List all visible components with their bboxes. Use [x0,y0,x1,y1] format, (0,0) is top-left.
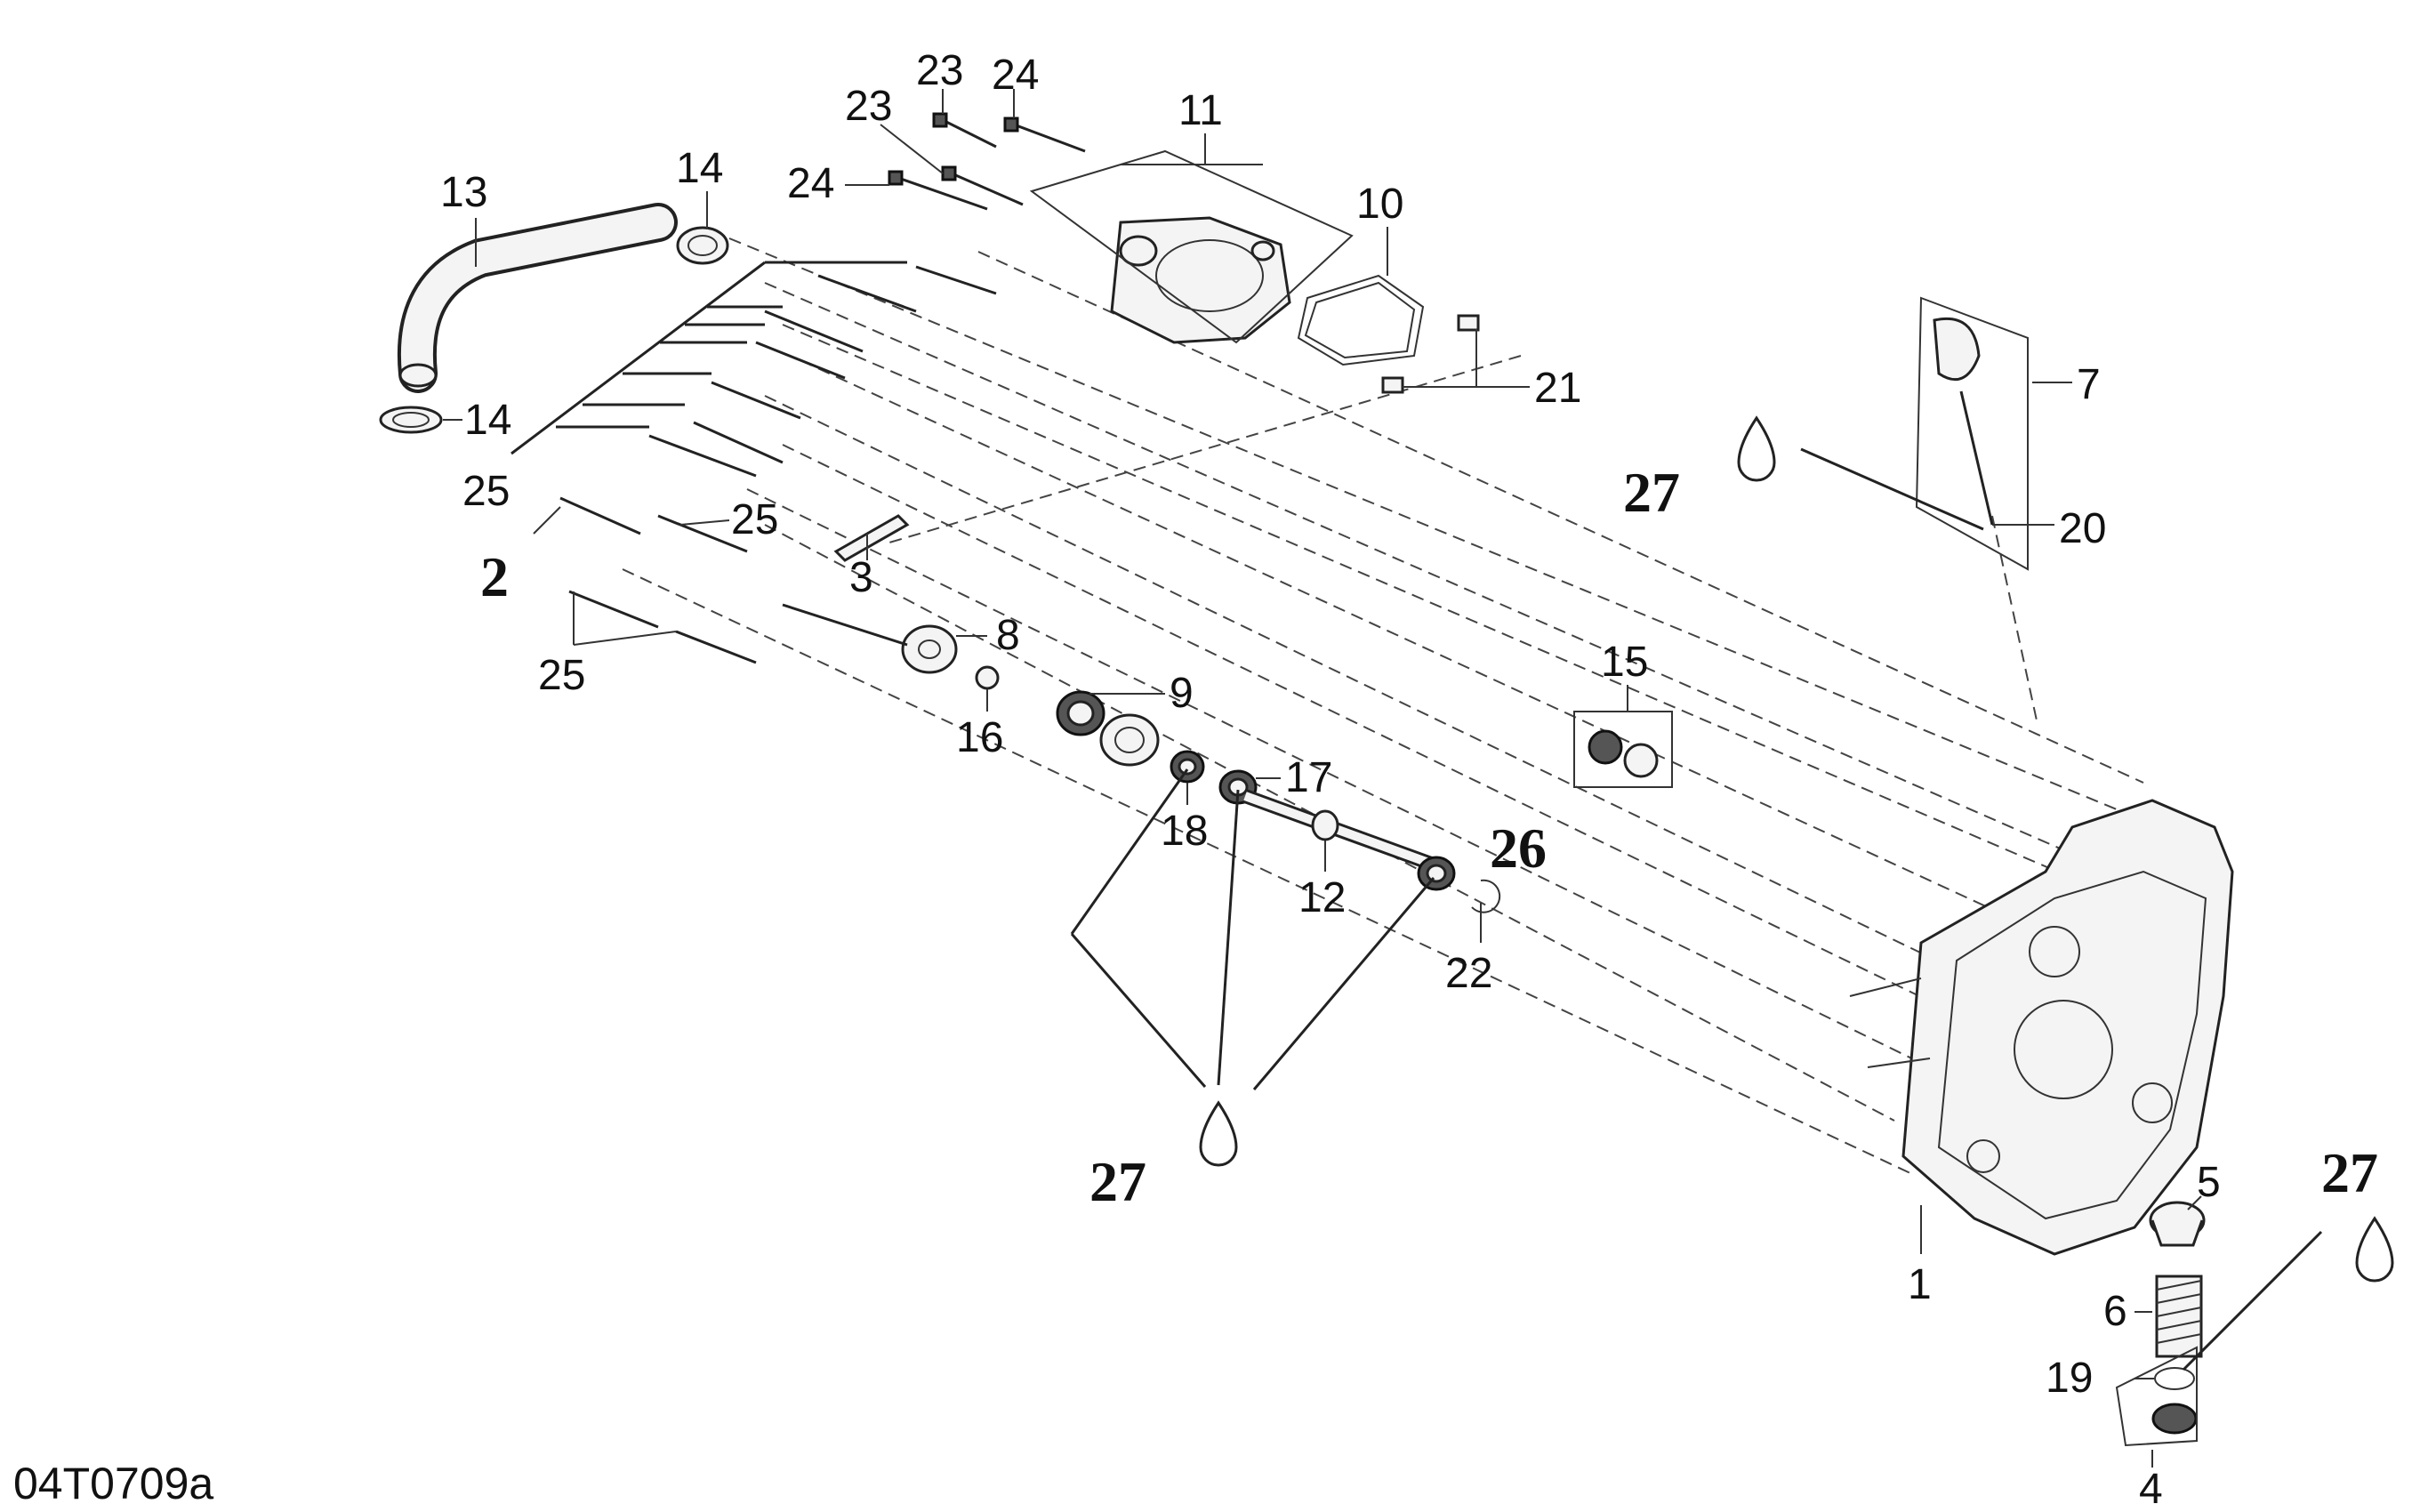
o-ring-19 [2154,1367,2195,1390]
callout-3: 3 [849,554,873,601]
callout-14-lower: 14 [464,397,511,444]
callout-25-lower: 25 [538,652,585,699]
dipstick [1915,296,2029,571]
hose-clamp-upper [676,226,729,265]
callout-1: 1 [1908,1261,1932,1308]
callout-27-middle: 27 [1089,1150,1146,1213]
gasket [1297,274,1425,366]
water-pump-shaft-12 [1242,789,1443,874]
callout-27-upper: 27 [1623,461,1680,524]
callout-12: 12 [1298,874,1346,921]
oil-seal-15 [1573,711,1673,788]
spring-6 [2155,1275,2203,1358]
callout-16: 16 [956,714,1003,761]
callout-26: 26 [1490,816,1547,880]
oil-drop-icon-upper [1737,415,1984,531]
water-pump-cover [1029,149,1354,344]
seal-18 [1170,750,1205,784]
callout-15: 15 [1601,639,1648,686]
callout-18: 18 [1161,808,1208,855]
bearing-9 [1056,690,1160,767]
callout-11: 11 [1178,87,1223,134]
callout-24-upper: 24 [992,52,1039,99]
callout-8: 8 [996,612,1020,659]
bolts [559,112,1086,664]
washer-16 [975,665,1000,690]
callout-22: 22 [1445,950,1492,997]
callout-23-lower: 23 [845,83,892,130]
dowel-pins [1381,314,1480,394]
oil-drop-icon-middle [1070,768,1435,1167]
callout-13: 13 [440,169,487,216]
callout-23-upper: 23 [916,47,963,94]
callout-21: 21 [1534,365,1581,412]
callout-19: 19 [2046,1355,2093,1402]
callout-labels: 1 2 3 4 5 6 7 8 9 10 11 12 13 14 14 15 1… [440,47,2378,1512]
callout-14-upper: 14 [676,145,723,192]
callout-10: 10 [1356,181,1403,228]
callout-9: 9 [1170,670,1194,717]
callout-25-middle: 25 [731,496,778,543]
circlip-22 [1471,879,1501,913]
hose [397,203,678,393]
callout-17: 17 [1285,754,1332,801]
callout-25-upper: 25 [462,468,510,515]
callout-27-lower: 27 [2321,1141,2378,1204]
callout-24-lower: 24 [787,160,834,207]
shim-3 [833,514,910,562]
bearing-26 [1417,856,1456,891]
leader-fan-25 [511,261,907,455]
callout-7: 7 [2077,361,2101,408]
callout-6: 6 [2103,1288,2127,1335]
strainer-5 [2149,1201,2206,1247]
assembly-axis-lines [622,237,2144,1175]
callout-2: 2 [480,545,509,608]
drawing-code: 04T0709a [13,1459,213,1508]
oil-drop-icon-lower [2182,1216,2394,1371]
callout-5: 5 [2197,1159,2221,1206]
crankcase-cover [1849,799,2234,1256]
leader-lines [443,89,2202,1468]
callout-4: 4 [2139,1466,2163,1512]
hose-clamp-lower [379,406,443,434]
impeller-8 [782,603,958,674]
drain-plug-4 [2115,1346,2198,1447]
callout-20: 20 [2059,505,2106,552]
